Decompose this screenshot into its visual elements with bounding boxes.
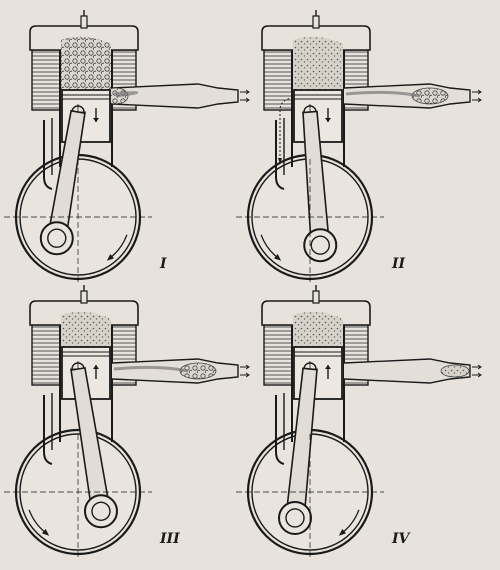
exhaust-arrow-2 (472, 97, 482, 103)
engine-panel-2: II (236, 10, 482, 285)
exhaust-arrow-1 (240, 364, 250, 370)
exhaust-pipe (111, 83, 239, 109)
exhaust-arrow-2 (240, 97, 250, 103)
combustion-gas (61, 36, 111, 90)
piston-motion-arrow (93, 365, 99, 369)
transfer-port-outer (43, 395, 53, 465)
crank-pin (285, 508, 305, 528)
panel-label: I (159, 256, 167, 272)
piston-motion-arrow (325, 365, 331, 369)
transfer-flow (279, 97, 293, 160)
exhaust-arrow-1 (472, 364, 482, 370)
panel-label: II (391, 256, 406, 272)
piston-motion-arrow (325, 118, 331, 122)
exhaust-pipe (343, 83, 471, 109)
transfer-flow-arrow (278, 158, 282, 164)
rotation-arrow (106, 254, 114, 261)
spark-plug (312, 15, 320, 29)
exhaust-flow (113, 90, 138, 98)
transfer-port-outer (275, 395, 285, 465)
rotation-arrow (274, 254, 282, 261)
engine-panel-4: IV (236, 285, 482, 560)
exhaust-gas (440, 364, 470, 378)
piston-motion-arrow (93, 118, 99, 122)
engine-panel-3: III (4, 285, 250, 560)
exhaust-flow (345, 90, 421, 98)
exhaust-pipe (343, 358, 471, 384)
panel-label: III (159, 531, 180, 547)
exhaust-arrow-2 (472, 372, 482, 378)
exhaust-pipe (111, 358, 239, 384)
transfer-port-outer (43, 120, 53, 190)
panel-label: IV (391, 531, 412, 547)
crank-pin (91, 501, 111, 521)
combustion-gas (293, 36, 343, 90)
rotation-arrow (338, 529, 346, 536)
combustion-gas (293, 311, 343, 347)
exhaust-arrow-1 (472, 89, 482, 95)
spark-plug (80, 15, 88, 29)
combustion-gas (61, 311, 111, 347)
engine-panel-1: I (4, 10, 250, 285)
exhaust-flow (113, 365, 189, 373)
exhaust-arrow-1 (240, 89, 250, 95)
transfer-port-outer (275, 120, 285, 190)
crank-pin (310, 235, 330, 255)
crank-pin (47, 228, 67, 248)
spark-plug (312, 290, 320, 304)
rotation-arrow (42, 529, 50, 536)
exhaust-arrow-2 (240, 372, 250, 378)
spark-plug (80, 290, 88, 304)
